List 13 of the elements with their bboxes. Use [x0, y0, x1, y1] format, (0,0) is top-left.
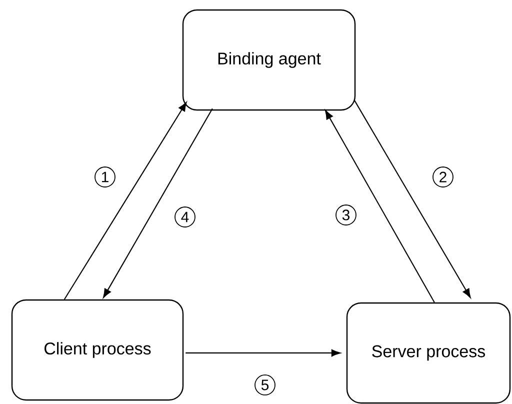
edge-label: 3 [336, 204, 356, 226]
edge-label: 4 [174, 206, 196, 228]
arrow [186, 349, 341, 357]
edge-label: 2 [432, 166, 454, 188]
edge-label: 5 [254, 374, 276, 396]
arrow [64, 102, 187, 300]
process-box: Client process [11, 299, 184, 401]
process-box: Server process [346, 302, 511, 404]
arrow [354, 100, 471, 298]
process-box: Binding agent [182, 9, 356, 111]
arrow [103, 108, 213, 298]
edge-label: 1 [94, 166, 116, 188]
arrow [325, 110, 435, 303]
